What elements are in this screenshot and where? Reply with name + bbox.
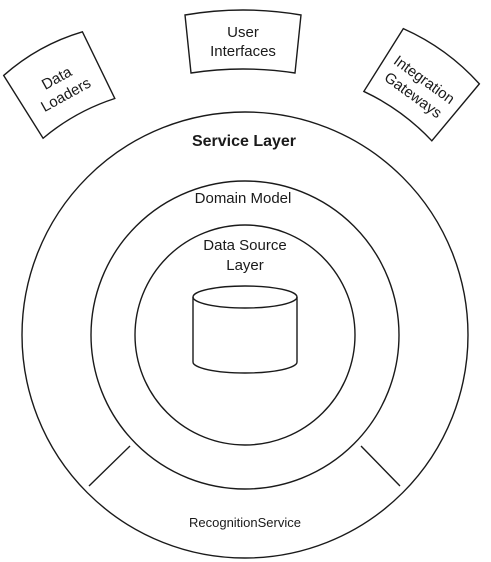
service-layer-circle (21, 111, 469, 559)
data-source-layer-label-line2: Layer (226, 257, 264, 274)
database-cylinder-icon (192, 285, 298, 374)
recognition-service-label: RecognitionService (189, 515, 301, 530)
data-loaders-tab (2, 30, 116, 140)
user-interfaces-client: User Interfaces (184, 9, 302, 74)
domain-model-circle (90, 180, 400, 490)
recognition-service-right-divider (360, 445, 401, 487)
recognition-service-left-divider (88, 445, 131, 487)
user-interfaces-tab (184, 9, 302, 74)
user-interfaces-label-line2: Interfaces (210, 43, 276, 60)
domain-model-label: Domain Model (195, 190, 292, 207)
integration-gateways-tab (362, 27, 481, 142)
data-source-layer-circle (134, 224, 356, 446)
integration-gateways-client: Integration Gateways (362, 27, 481, 142)
service-layer-label: Service Layer (192, 133, 296, 150)
data-loaders-client: Data Loaders (2, 30, 116, 140)
data-source-layer-label-line1: Data Source (203, 237, 286, 254)
user-interfaces-label-line1: User (227, 24, 259, 41)
